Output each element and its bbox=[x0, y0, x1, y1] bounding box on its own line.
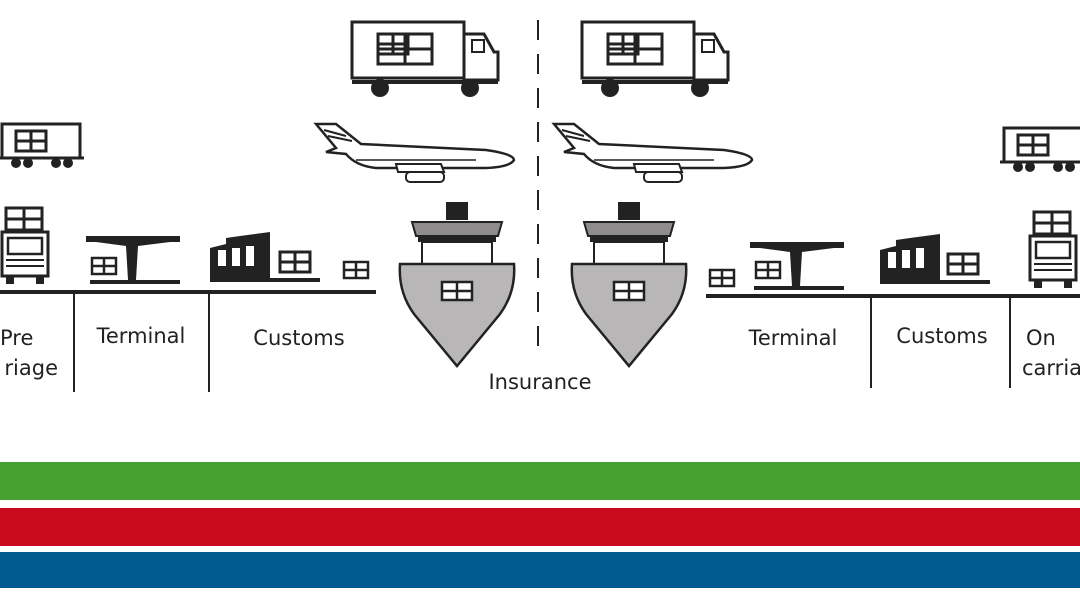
cargo-box-icon bbox=[754, 260, 782, 280]
ship-icon bbox=[398, 200, 516, 368]
airplane-icon bbox=[552, 122, 754, 184]
cargo-box-icon bbox=[342, 260, 370, 280]
terminal-right-label: Terminal bbox=[748, 326, 838, 350]
truck-icon bbox=[582, 22, 728, 97]
on-carriage-label-line2: carria bbox=[1022, 356, 1080, 380]
truck-icon bbox=[352, 22, 498, 97]
truck-front-icon bbox=[1028, 210, 1078, 290]
train-icon bbox=[0, 122, 86, 170]
ship-icon bbox=[570, 200, 688, 368]
pre-carriage-label-line1: Pre bbox=[0, 326, 34, 350]
terminal-left-label: Terminal bbox=[96, 324, 186, 348]
green-band bbox=[0, 462, 1080, 500]
insurance-label: Insurance bbox=[488, 370, 592, 394]
cargo-box-icon bbox=[708, 268, 736, 288]
red-band bbox=[0, 508, 1080, 546]
cargo-box-icon bbox=[278, 250, 312, 274]
customs-right-label: Customs bbox=[896, 324, 988, 348]
truck-front-icon bbox=[0, 206, 50, 286]
cargo-box-icon bbox=[90, 256, 118, 276]
pre-carriage-label-line2: riage bbox=[4, 356, 58, 380]
logistics-diagram bbox=[0, 20, 1080, 392]
train-icon bbox=[998, 126, 1080, 174]
customs-left-label: Customs bbox=[253, 326, 345, 350]
blue-band bbox=[0, 552, 1080, 588]
on-carriage-label-line1: On bbox=[1026, 326, 1056, 350]
cargo-box-icon bbox=[946, 252, 980, 276]
airplane-icon bbox=[314, 122, 516, 184]
